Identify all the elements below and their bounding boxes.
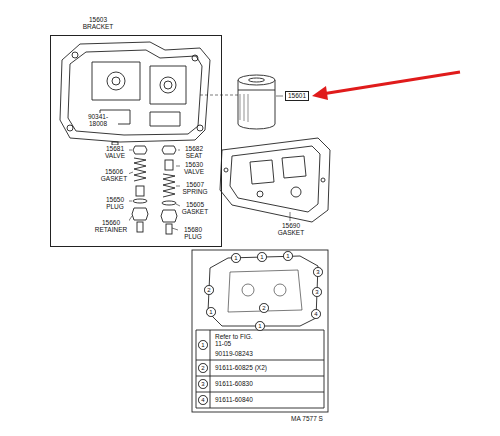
oil-pump-bracket [60,42,210,142]
callout-circle: 3 [312,287,322,297]
gasket [220,138,330,222]
callout-circle: 1 [257,252,267,262]
part-label: 15680 PLUG [179,226,207,240]
callout-circle: 1 [206,307,216,317]
part-label: 15650 PLUG [101,196,129,210]
callout-circle: 3 [198,379,208,389]
callout-number: 3 [201,381,204,388]
callout-circle: 1 [198,340,208,350]
part-label: 15630 VALVE [180,161,208,175]
callout-circle: 2 [198,363,208,373]
callout-number: 4 [201,397,204,404]
callout-circle: 2 [259,303,269,313]
callout-circle: 4 [311,309,321,319]
callout-circle: 3 [313,267,323,277]
callout-circle: 1 [255,321,265,331]
table-cell: 90119-08243 [214,350,276,357]
part-label: 15606 GASKET [99,168,129,182]
callout-number: 1 [201,342,204,349]
part-label: 15660 RETAINER [93,219,129,233]
part-label: 15605 GASKET [180,201,210,215]
callout-number: 1 [286,253,289,260]
part-label: 15607 SPRING [180,181,210,195]
callout-number: 3 [315,289,318,296]
callout-circle: 1 [231,253,241,263]
callout-circle: 4 [198,395,208,405]
callout-number: 2 [262,305,265,312]
bolt-location-panel [192,250,328,412]
part-number-box: 15601 [285,91,308,101]
table-cell: 91611-60825 (X2) [214,364,286,371]
callout-number: 4 [314,311,317,318]
callout-number: 1 [260,254,263,261]
callout-number: 2 [207,287,210,294]
callout-number: 1 [258,323,261,330]
table-cell: 91611-60830 [214,380,276,387]
callout-number: 2 [201,365,204,372]
oil-filter [238,75,275,129]
callout-number: 1 [234,255,237,262]
callout-circle: 1 [283,251,293,261]
callout-circle: 2 [204,285,214,295]
part-number: 15601 [288,92,306,99]
callout-number: 3 [316,269,319,276]
red-arrow [312,72,460,100]
table-cell: 91611-60840 [214,396,276,403]
frame-heading: 15603 BRACKET [81,16,115,30]
part-label: 90341-18008 [78,113,118,127]
callout-number: 1 [209,309,212,316]
part-label: 15681 VALVE [101,145,129,159]
part-label: 15690 GASKET [276,222,306,236]
figure-number: MA 7577 S [286,415,328,422]
part-label: 15682 SEAT [180,145,208,159]
table-cell: Refer to FIG. 11-05 [214,333,260,347]
